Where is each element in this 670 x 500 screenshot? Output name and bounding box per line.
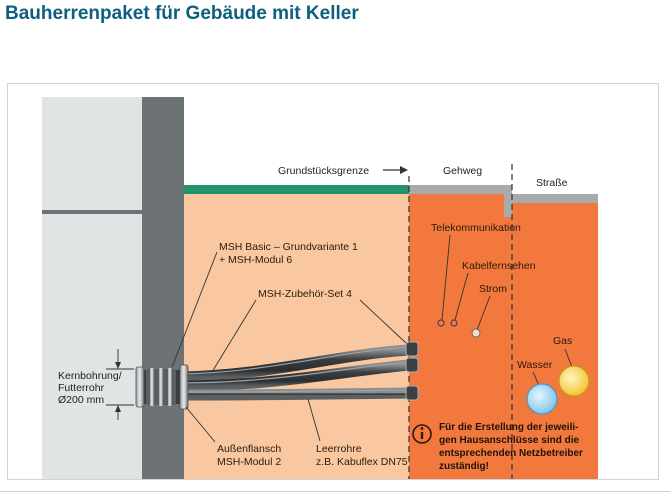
info-icon bbox=[412, 424, 432, 444]
aussenflansch-label-line1: Außenflansch bbox=[217, 443, 281, 455]
zubehoer-label: MSH-Zubehör-Set 4 bbox=[258, 288, 352, 300]
kernbohrung-label-line3: Ø200 mm bbox=[58, 394, 104, 406]
kernbohrung-label-line1: Kernbohrung/ bbox=[58, 370, 122, 382]
gehweg-label: Gehweg bbox=[443, 165, 482, 177]
grundstuecksgrenze-label: Grundstücksgrenze bbox=[278, 165, 369, 177]
upper-room bbox=[42, 97, 142, 210]
conduit-highlight-lower bbox=[177, 389, 411, 393]
leerrohre-leader bbox=[307, 398, 321, 442]
inner-flange bbox=[135, 366, 145, 408]
property-soil bbox=[183, 194, 409, 479]
conduit-middle bbox=[177, 359, 411, 392]
conduit-cap-middle bbox=[405, 357, 419, 373]
bottom-divider bbox=[0, 491, 670, 492]
msh-ring-1 bbox=[150, 368, 154, 406]
diagram-frame: Grundstücksgrenze Gehweg Straße Telekomm… bbox=[7, 83, 659, 480]
dimension-arrowhead-bottom bbox=[115, 405, 121, 412]
street-surface bbox=[512, 194, 598, 203]
notice-line-4: zuständig! bbox=[439, 461, 489, 472]
kabelfernsehen-leader bbox=[454, 272, 469, 321]
strom-cable bbox=[471, 328, 481, 338]
notice-line-2: gen Hausanschlüsse sind die bbox=[439, 435, 579, 446]
leerrohre-label-line1: Leerrohre bbox=[316, 443, 362, 455]
kernbohrung-label-line2: Futterrohr bbox=[58, 382, 105, 394]
leerrohre-label-line2: z.B. Kabuflex DN75 bbox=[316, 456, 408, 468]
conduit-cap-lower bbox=[405, 385, 419, 401]
kabelfernsehen-cable bbox=[450, 319, 458, 327]
zubehoer-leader-left bbox=[211, 299, 257, 373]
conduit-end-caps bbox=[405, 341, 419, 401]
zubehoer-leader-right bbox=[359, 299, 407, 344]
aussenflansch-label-line2: MSH-Modul 2 bbox=[217, 456, 281, 468]
telekommunikation-leader bbox=[441, 234, 451, 321]
msh-ring-3 bbox=[168, 368, 172, 406]
street-edge bbox=[598, 194, 658, 479]
wasser-pipe bbox=[526, 383, 558, 415]
wall-feedthrough bbox=[135, 364, 189, 410]
basement-room bbox=[42, 214, 142, 479]
msh-basic-label-line2: + MSH-Modul 6 bbox=[219, 254, 292, 266]
strom-leader bbox=[476, 295, 491, 331]
page-title: Bauherrenpaket für Gebäude mit Keller bbox=[5, 3, 359, 24]
sidewalk-surface bbox=[409, 185, 511, 194]
notice-line-1: Für die Erstellung der jeweili- bbox=[439, 422, 578, 433]
wasser-label: Wasser bbox=[517, 359, 553, 371]
msh-basic-label-line1: MSH Basic – Grundvariante 1 bbox=[219, 241, 358, 253]
msh-basic-leader bbox=[171, 251, 218, 368]
conduit-lower bbox=[177, 387, 411, 401]
msh-ring-2 bbox=[159, 368, 163, 406]
strom-label: Strom bbox=[479, 283, 507, 295]
house-connection-diagram: Grundstücksgrenze Gehweg Straße Telekomm… bbox=[42, 97, 658, 479]
curb bbox=[504, 185, 512, 217]
kabelfernsehen-label: Kabelfernsehen bbox=[462, 260, 536, 272]
gas-label: Gas bbox=[553, 335, 572, 347]
dimension-arrowhead-top bbox=[115, 362, 121, 369]
aussenflansch-leader bbox=[185, 406, 216, 443]
outer-flange bbox=[179, 364, 189, 410]
conduit-highlight-middle bbox=[177, 361, 411, 384]
boundary-arrow-head bbox=[400, 166, 408, 174]
conduit-upper bbox=[177, 344, 411, 383]
gas-pipe bbox=[558, 365, 590, 397]
telekommunikation-cable bbox=[437, 319, 445, 327]
strasse-label: Straße bbox=[536, 177, 568, 189]
notice-line-3: entsprechenden Netzbetreiber bbox=[439, 448, 583, 459]
grass-strip bbox=[183, 185, 409, 194]
conduit-highlight-upper bbox=[177, 346, 411, 375]
conduit-cap-upper bbox=[405, 341, 419, 357]
telekommunikation-label: Telekommunikation bbox=[431, 222, 521, 234]
